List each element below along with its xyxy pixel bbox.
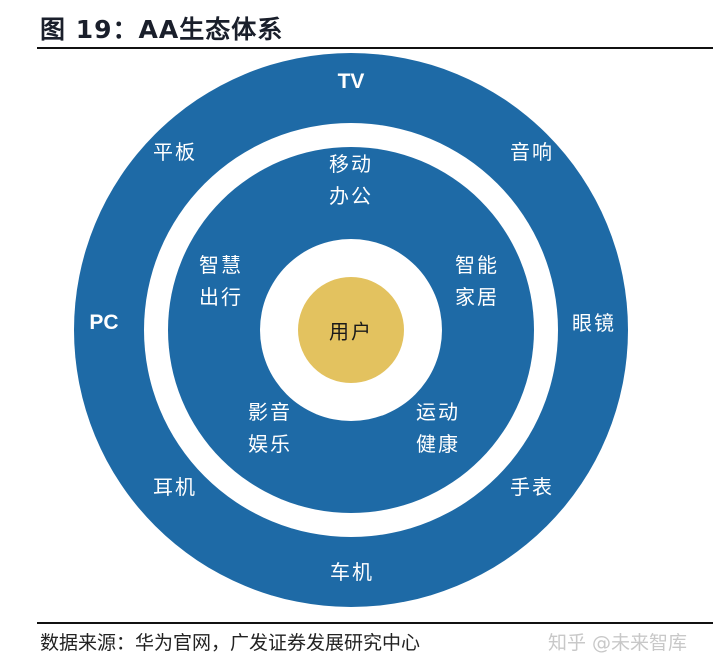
data-source-note: 数据来源：华为官网，广发证券发展研究中心 [40, 632, 421, 654]
core-circle [298, 277, 404, 383]
watermark: 知乎 @未来智库 [548, 632, 688, 654]
outer-item-speaker: 音响 [510, 140, 554, 164]
inner-item-smart-travel: 智慧 出行 [199, 253, 243, 309]
outer-item-tv: TV [337, 70, 365, 93]
core-label-user: 用户 [329, 319, 373, 344]
title-divider [37, 47, 713, 49]
outer-item-pc: PC [89, 311, 119, 334]
inner-item-mobile-office: 移动 办公 [329, 152, 373, 208]
outer-item-car: 车机 [330, 560, 374, 584]
source-divider [37, 622, 713, 624]
figure-title: 图 19：AA生态体系 [40, 15, 284, 44]
inner-item-smart-home: 智能 家居 [455, 253, 499, 309]
inner-item-media-entertainment: 影音 娱乐 [248, 400, 292, 456]
outer-item-glasses: 眼镜 [572, 311, 616, 335]
inner-item-sports-health: 运动 健康 [416, 400, 460, 456]
outer-item-earphones: 耳机 [153, 475, 197, 499]
outer-item-tablet: 平板 [153, 140, 197, 164]
outer-item-watch: 手表 [510, 475, 554, 499]
